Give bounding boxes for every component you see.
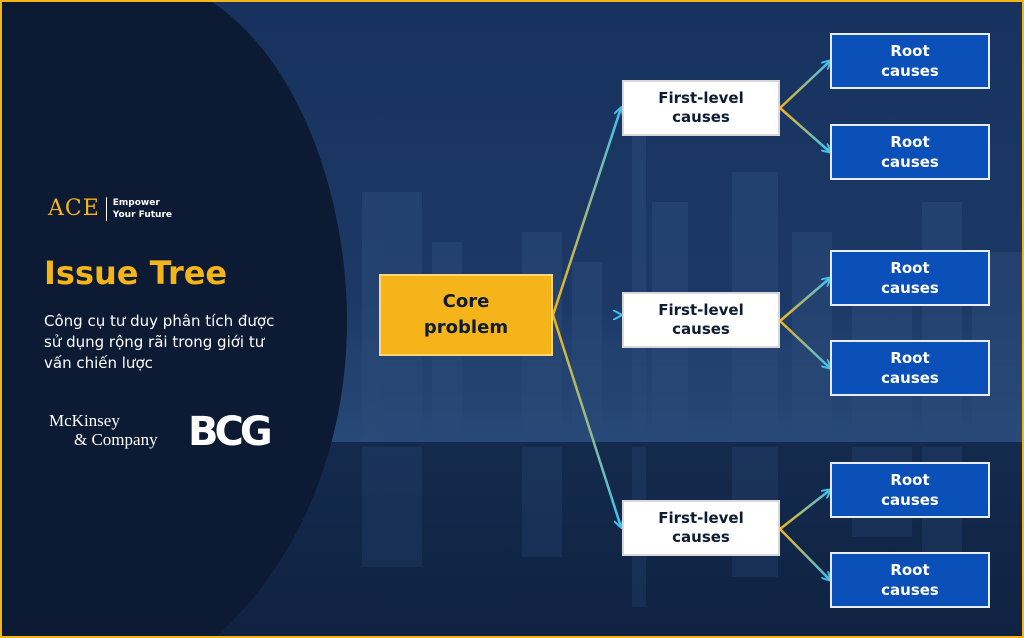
- mckinsey-logo: McKinsey & Company: [49, 411, 179, 449]
- root-causes-box-2: Root causes: [830, 124, 990, 180]
- first-level-box-3: First-level causes: [622, 500, 780, 556]
- page-title: Issue Tree: [44, 254, 228, 292]
- first-level-box-2: First-level causes: [622, 292, 780, 348]
- root-causes-line2: causes: [881, 581, 939, 599]
- brand-divider: [105, 196, 107, 221]
- ace-logo: ACE Empower Your Future: [48, 196, 183, 221]
- brand-tagline: Empower Your Future: [113, 197, 183, 221]
- page-subtitle: Công cụ tư duy phân tích được sử dụng rộ…: [44, 312, 275, 372]
- first-level-line2: causes: [672, 528, 730, 546]
- mckinsey-logo-line2: & Company: [74, 430, 158, 449]
- core-problem-line1: Core: [442, 291, 490, 312]
- root-causes-box-1: Root causes: [830, 33, 990, 89]
- first-level-line2: causes: [672, 108, 730, 126]
- left-dark-panel: [2, 2, 347, 636]
- brand-name: ACE: [48, 196, 100, 221]
- bcg-logo: BCG: [188, 409, 273, 455]
- root-causes-box-6: Root causes: [830, 552, 990, 608]
- arrow-first2-to-root4: [779, 320, 830, 368]
- arrow-first1-to-root1: [779, 61, 830, 109]
- root-causes-line2: causes: [881, 62, 939, 80]
- first-level-box-1: First-level causes: [622, 80, 780, 136]
- root-causes-line2: causes: [881, 369, 939, 387]
- brand-tagline-line1: Empower: [112, 197, 160, 208]
- first-level-line1: First-level: [658, 89, 744, 107]
- core-problem-line2: problem: [423, 317, 509, 338]
- root-causes-line2: causes: [881, 491, 939, 509]
- arrow-first3-to-root5: [779, 490, 830, 530]
- root-causes-line2: causes: [881, 153, 939, 171]
- root-causes-box-3: Root causes: [830, 250, 990, 306]
- brand-tagline-line2: Your Future: [112, 209, 172, 220]
- arrow-core-to-first-1: [551, 108, 621, 316]
- first-level-line1: First-level: [658, 509, 744, 527]
- arrow-first3-to-root6: [779, 528, 830, 580]
- first-level-line1: First-level: [658, 301, 744, 319]
- arrow-core-to-first-3: [551, 314, 621, 527]
- root-causes-line1: Root: [890, 471, 930, 489]
- root-causes-box-5: Root causes: [830, 462, 990, 518]
- arrow-first1-to-root2: [779, 107, 830, 152]
- root-causes-box-4: Root causes: [830, 340, 990, 396]
- root-causes-line1: Root: [890, 349, 930, 367]
- root-causes-line1: Root: [890, 133, 930, 151]
- root-causes-line2: causes: [881, 279, 939, 297]
- root-causes-line1: Root: [890, 561, 930, 579]
- root-causes-line1: Root: [890, 259, 930, 277]
- mckinsey-logo-line1: McKinsey: [49, 411, 120, 430]
- core-problem-box: Core problem: [379, 274, 553, 356]
- root-causes-line1: Root: [890, 42, 930, 60]
- first-level-line2: causes: [672, 320, 730, 338]
- arrow-first2-to-root3: [779, 278, 830, 322]
